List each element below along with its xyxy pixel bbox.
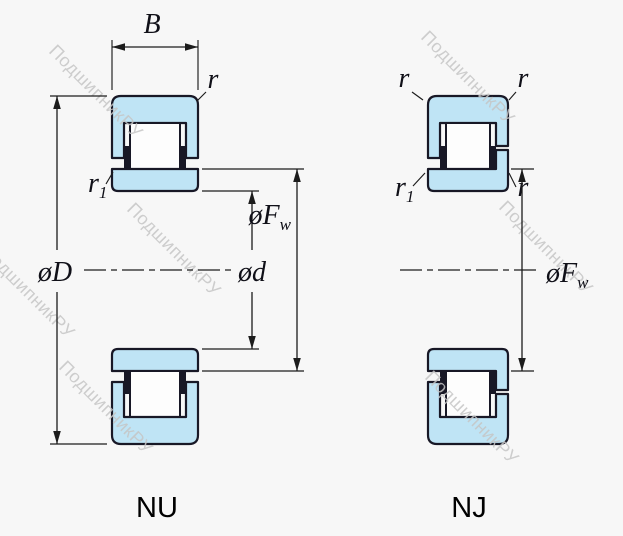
bearing-cross-section-nj [426, 94, 510, 446]
label-width-b: B [143, 9, 160, 40]
nj-cage-bar [440, 371, 446, 394]
label-corner-r: r [208, 64, 219, 95]
nj-outer-ring-bottom [426, 380, 510, 446]
leader-line-r [508, 91, 517, 101]
nu-cage-bar [180, 146, 186, 169]
label-bore-diameter: ød [237, 257, 267, 288]
nu-outer-ring-bottom [110, 380, 200, 446]
nj-outer-ring-top [426, 94, 510, 160]
type-label-nj: NJ [451, 492, 486, 524]
dimensions-nj: r r r1 r øFw [395, 63, 589, 372]
label-corner-r1: r1 [88, 168, 107, 202]
nu-inner-ring-top [110, 167, 200, 193]
watermark-text: ПодшипникРУ [45, 41, 147, 143]
dimensions-nu: B r r1 øD ød øFw [37, 9, 304, 445]
bearing-cross-section-nu [110, 94, 200, 446]
nu-cage-bar [124, 146, 130, 169]
nu-cage-bar [180, 371, 186, 394]
nj-inner-ring-top [426, 148, 510, 193]
nj-cage-bar [440, 146, 446, 169]
nu-roller-bottom [129, 370, 181, 418]
watermark-text: ПодшипникРУ [123, 199, 225, 301]
nj-roller-top [445, 122, 491, 170]
nu-outer-ring-top [110, 94, 200, 160]
leader-line-r [508, 172, 517, 188]
nj-cage-bar [490, 146, 496, 169]
label-outer-diameter: øD [37, 257, 72, 288]
type-label-nu: NU [136, 492, 178, 524]
leader-line-r [411, 91, 424, 101]
leader-line-r1 [105, 171, 114, 185]
label-corner-r1-left: r1 [395, 172, 414, 206]
label-corner-r-top-right: r [518, 63, 529, 94]
nu-inner-ring-bottom [110, 347, 200, 373]
nj-cage-bar [490, 371, 496, 394]
nu-cage-bar [124, 371, 130, 394]
label-raceway-diameter: øFw [248, 200, 292, 234]
leader-line-r [196, 91, 207, 102]
watermark-text: ПодшипникРУ [0, 241, 79, 343]
label-corner-r-right: r [518, 172, 529, 203]
leader-line-r1 [412, 172, 426, 187]
nj-inner-ring-bottom [426, 347, 510, 392]
label-corner-r-top-left: r [399, 63, 410, 94]
label-raceway-diameter: øFw [545, 258, 589, 292]
